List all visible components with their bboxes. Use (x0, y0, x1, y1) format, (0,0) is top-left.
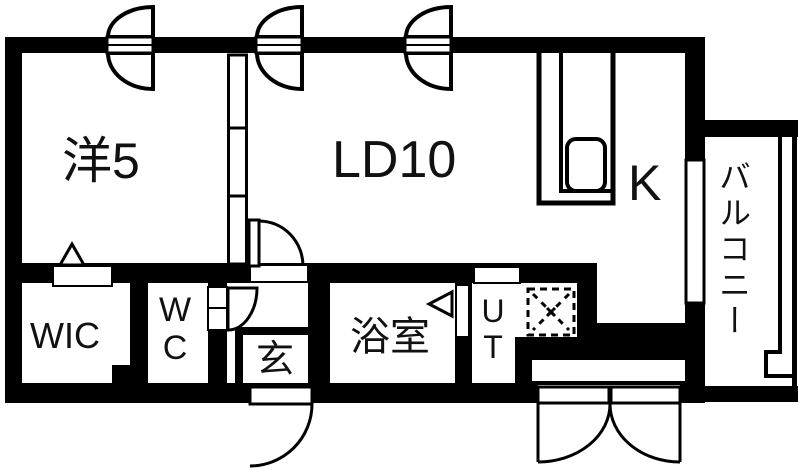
room-label-entrance: 玄 (256, 339, 295, 381)
balcony-railing-outer (792, 137, 797, 390)
wall-segment (317, 263, 597, 283)
wall-segment (308, 263, 330, 403)
sliding-partition-icon (227, 53, 248, 266)
room-label-bathroom: 浴室 (350, 315, 430, 359)
closet-door-icon (52, 240, 113, 287)
balcony-wall-top (687, 120, 798, 137)
room-label-living-dining: LD10 (332, 131, 457, 189)
balcony-railing-inner (778, 137, 782, 354)
room-label-kitchen: K (628, 155, 662, 211)
balcony-window-icon (684, 158, 706, 305)
utility-door-opening (473, 266, 521, 284)
door-swing-icon (207, 286, 259, 332)
kitchen-sink-icon (565, 137, 607, 193)
entrance-step-line (243, 327, 308, 335)
window-casement-icon (105, 4, 155, 92)
room-label-balcony: バルコニー (715, 160, 751, 340)
balcony-railing-step (764, 350, 768, 378)
balcony-railing-step (764, 350, 782, 354)
washing-machine-area-icon (526, 287, 576, 337)
room-label-wic: WIC (30, 315, 100, 356)
window-casement-icon (403, 4, 453, 92)
wall-segment (130, 283, 148, 403)
entrance-step-line (235, 327, 243, 385)
balcony-railing-step (764, 374, 797, 378)
window-casement-icon (254, 4, 304, 92)
double-door-icon (528, 356, 689, 464)
room-label-western-room: 洋5 (62, 133, 140, 189)
wall-segment (580, 323, 703, 358)
room-label-utility: UT (475, 293, 511, 365)
bathroom-door-icon (425, 284, 470, 338)
kitchen-counter-icon (536, 53, 616, 206)
wall-pillar (112, 365, 130, 383)
entrance-door-icon (248, 385, 314, 468)
balcony-wall-bottom (697, 386, 798, 402)
wall-segment (5, 37, 22, 403)
wall-segment (5, 37, 705, 53)
room-label-wc: WC (156, 291, 194, 367)
door-swing-icon (247, 218, 309, 283)
